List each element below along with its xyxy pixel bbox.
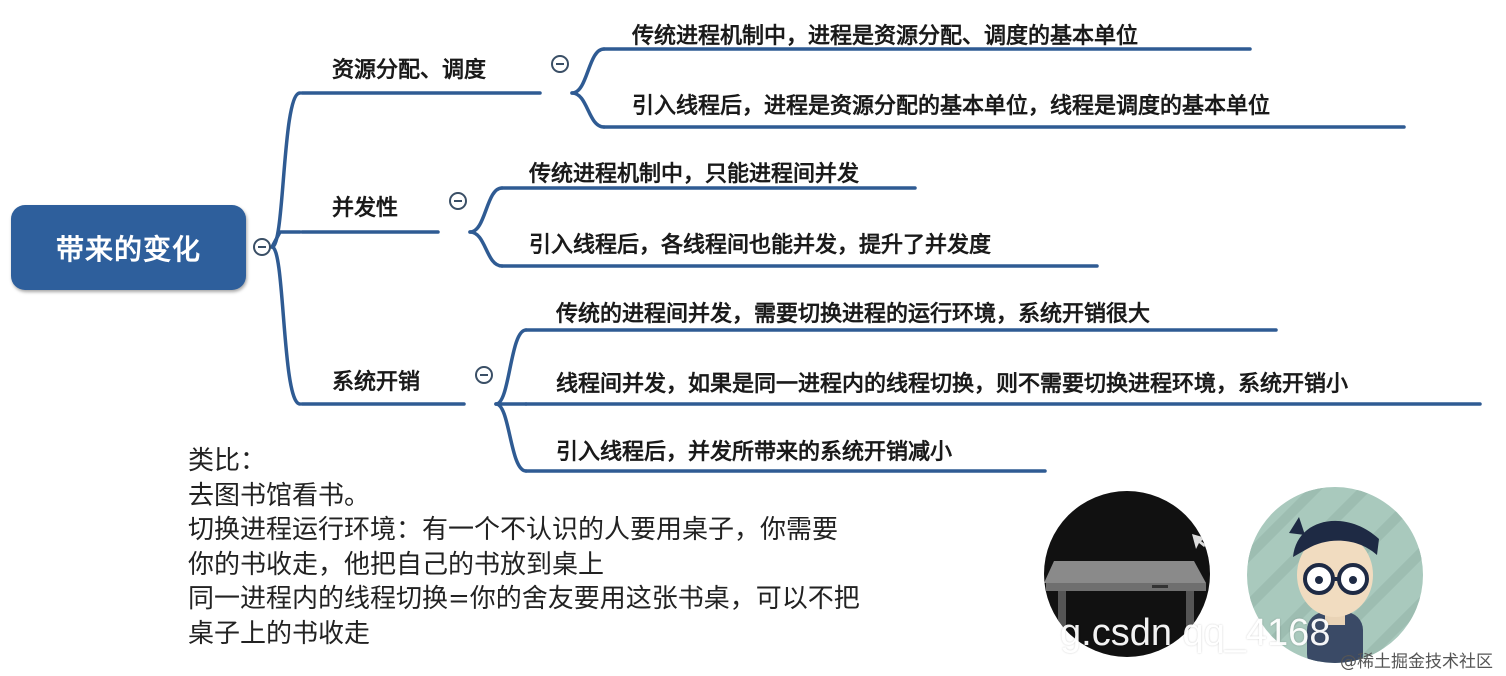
note-line: 桌子上的书收走 — [188, 618, 371, 649]
connector-root-branch-2 — [270, 230, 302, 249]
note-line: 切换进程运行环境：有一个不认识的人要用桌子，你需要 — [188, 515, 839, 545]
leaf-b2-2[interactable]: 引入线程后，各线程间也能并发，提升了并发度 — [529, 233, 992, 258]
collapse-toggle-concurrency-icon[interactable] — [449, 192, 467, 210]
leaf-b1-1[interactable]: 传统进程机制中，进程是资源分配、调度的基本单位 — [632, 24, 1139, 49]
root-label: 带来的变化 — [55, 232, 201, 266]
collapse-toggle-root-icon[interactable] — [253, 238, 271, 256]
note-line: 你的书收走，他把自己的书放到桌上 — [188, 549, 605, 580]
leaf-b2-1[interactable]: 传统进程机制中，只能进程间并发 — [529, 162, 860, 187]
connector-root-branch-1 — [270, 91, 302, 249]
root-node[interactable]: 带来的变化 — [11, 205, 246, 290]
connector-b1-c1 — [570, 47, 606, 95]
connector-b2-c2 — [468, 230, 504, 268]
collapse-toggle-overhead-icon[interactable] — [475, 366, 493, 384]
leaf-b3-3[interactable]: 引入线程后，并发所带来的系统开销减小 — [556, 440, 953, 465]
note-line: 同一进程内的线程切换=你的舍友要用这张书桌，可以不把 — [188, 584, 860, 614]
connector-b3-c1 — [494, 328, 528, 406]
note-line: 去图书馆看书。 — [188, 480, 371, 511]
leaf-b3-1[interactable]: 传统的进程间并发，需要切换进程的运行环境，系统开销很大 — [556, 302, 1151, 327]
csdn-overlay-text: g.csdn qq_4168 — [1060, 612, 1331, 654]
branch-label-concurrency[interactable]: 并发性 — [332, 196, 399, 221]
connector-b3-c3 — [494, 402, 528, 473]
branch-label-overhead[interactable]: 系统开销 — [332, 370, 421, 395]
collapse-toggle-resource-icon[interactable] — [551, 55, 569, 73]
note-line: 类比： — [188, 446, 267, 476]
leaf-b3-2[interactable]: 线程间并发，如果是同一进程内的线程切换，则不需要切换进程环境，系统开销小 — [556, 372, 1349, 397]
leaf-b1-2[interactable]: 引入线程后，进程是资源分配的基本单位，线程是调度的基本单位 — [632, 94, 1271, 119]
connector-b2-c1 — [468, 186, 504, 234]
desk-illustration — [1044, 491, 1210, 657]
juejin-watermark: @稀土掘金技术社区 — [1340, 652, 1493, 672]
branch-label-resource[interactable]: 资源分配、调度 — [332, 58, 487, 83]
desk-icon — [1044, 534, 1206, 657]
connector-root-branch-3 — [270, 245, 302, 406]
connector-b1-c2 — [570, 91, 606, 129]
analogy-note: 类比： 去图书馆看书。 切换进程运行环境：有一个不认识的人要用桌子，你需要 你的… — [188, 444, 988, 651]
